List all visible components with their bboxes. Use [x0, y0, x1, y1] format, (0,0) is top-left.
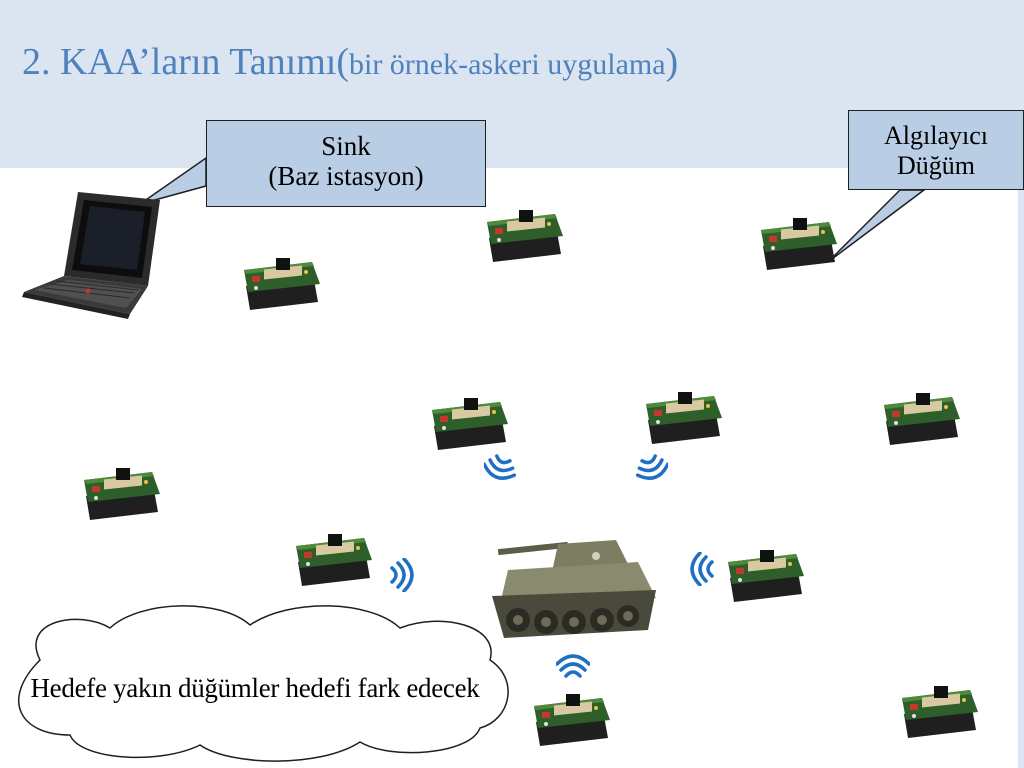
sensor-mote-icon [884, 393, 960, 445]
sensor-node-label-1: Algılayıcı [884, 121, 988, 150]
title-main: 2. KAA’ların Tanımı( [22, 41, 349, 83]
sensor-mote-icon [534, 694, 610, 746]
node-callout-pointer [827, 189, 927, 263]
title-close-paren: ) [665, 41, 679, 83]
sensor-node-callout: Algılayıcı Düğüm [848, 110, 1024, 190]
signal-wave-icon [635, 454, 668, 480]
sensor-mote-icon [432, 398, 508, 450]
sensor-mote-icon [902, 686, 978, 738]
signal-wave-icon [690, 552, 714, 586]
right-edge-band [1018, 168, 1024, 768]
sink-label: Sink [321, 131, 371, 161]
sensor-mote-icon [728, 550, 804, 602]
sensor-mote-icon [84, 468, 160, 520]
sink-callout: Sink (Baz istasyon) [206, 120, 486, 207]
laptop-icon [22, 192, 160, 319]
sensor-mote-icon [296, 534, 372, 586]
sensor-mote-icon [487, 210, 563, 262]
sensor-mote-icon [646, 392, 722, 444]
slide-title: 2. KAA’ların Tanımı(bir örnek-askeri uyg… [22, 40, 678, 84]
signal-wave-icon [484, 454, 517, 480]
sink-sublabel: (Baz istasyon) [268, 161, 424, 191]
cloud-caption: Hedefe yakın düğümler hedefi fark edecek [30, 673, 480, 703]
title-subtitle: bir örnek-askeri uygulama [348, 48, 666, 81]
cloud-shape [18, 605, 509, 762]
signal-wave-icon [390, 558, 414, 592]
sensor-mote-icon [761, 218, 837, 270]
signal-wave-icon [556, 654, 590, 678]
sensor-node-label-2: Düğüm [897, 151, 975, 180]
sensor-mote-icon [244, 258, 320, 310]
tank-icon [492, 540, 656, 638]
